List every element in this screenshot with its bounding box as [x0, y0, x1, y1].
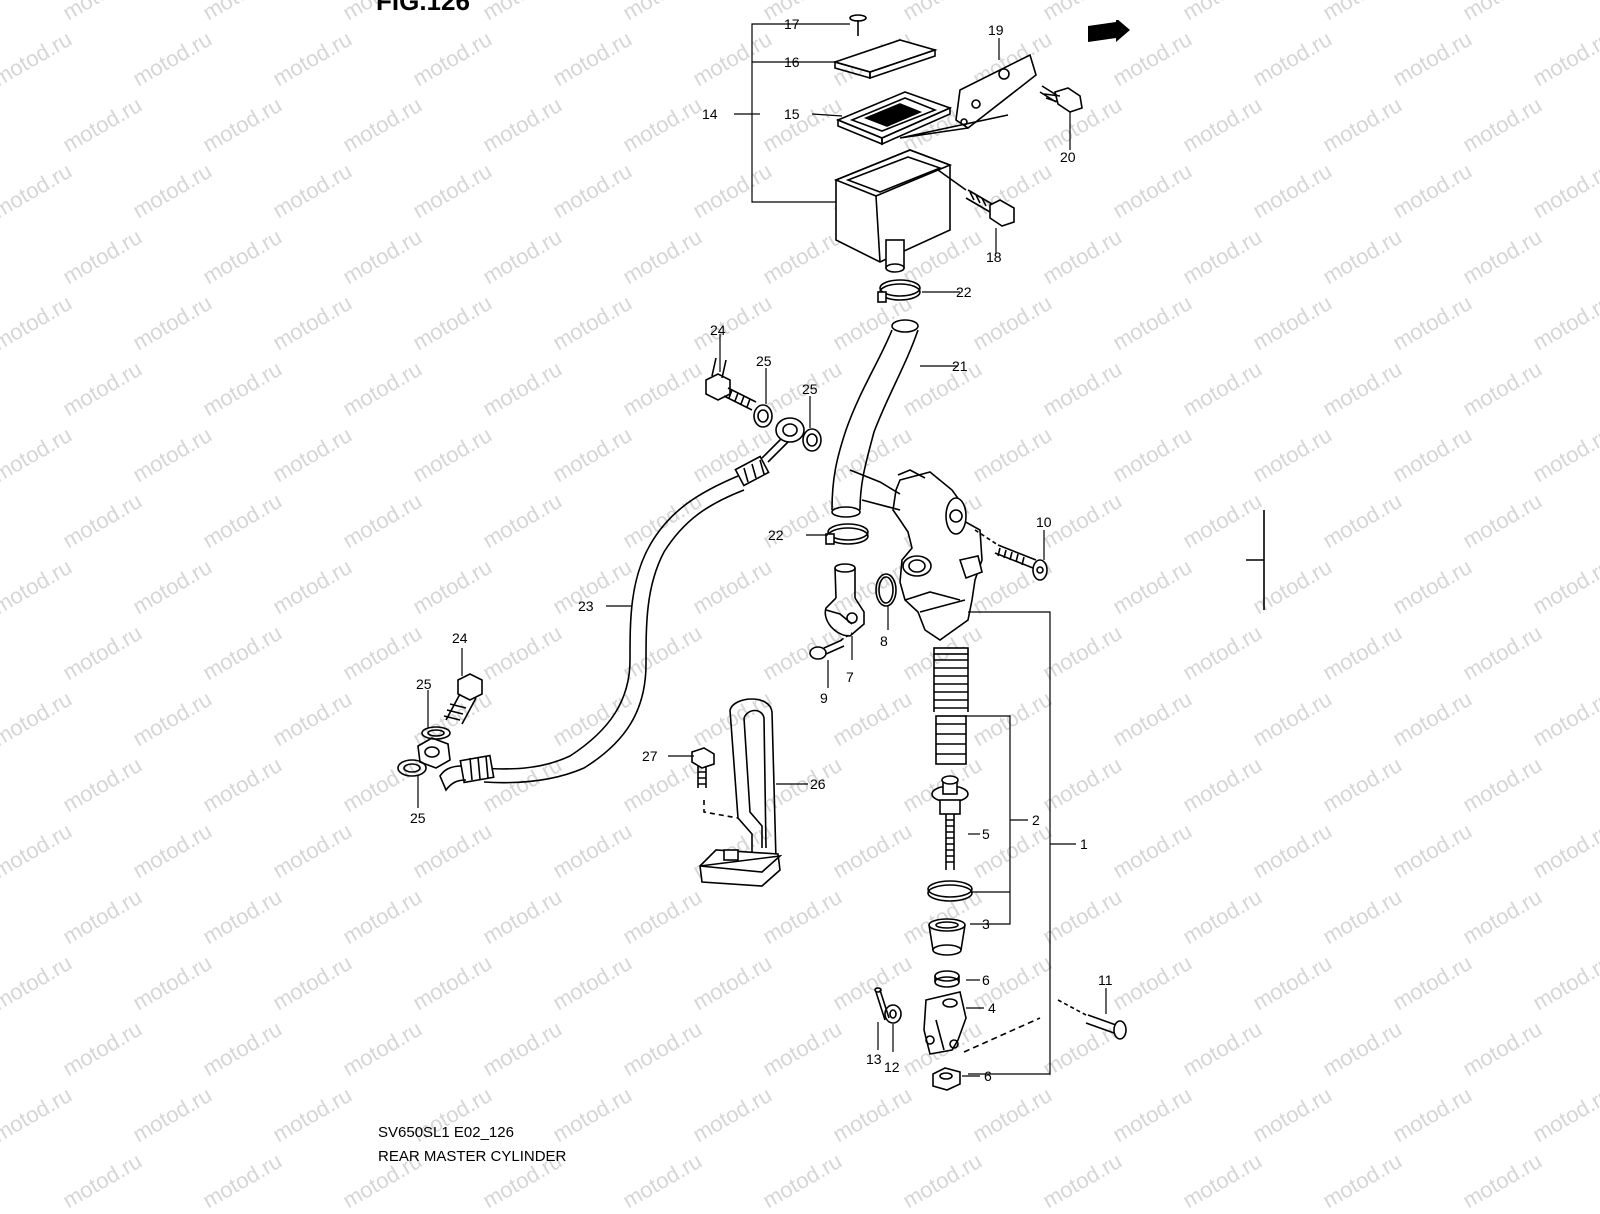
callout-2: 2: [1032, 812, 1040, 828]
callout-24-bottom: 24: [452, 630, 468, 646]
washer-25-b: [802, 428, 822, 452]
pushrod-5: [931, 775, 969, 870]
callout-5: 5: [982, 826, 990, 842]
leader-lines: [417, 23, 1107, 1077]
nut-6-top: [934, 970, 960, 988]
union-bolt-24-top: [705, 357, 757, 411]
figure-title: FIG.126: [376, 0, 470, 16]
circlip: [927, 880, 973, 902]
reservoir-bracket-19: [955, 53, 1037, 129]
callout-22-bottom: 22: [768, 527, 784, 543]
callout-15: 15: [784, 106, 800, 122]
callout-20: 20: [1060, 149, 1076, 165]
reservoir-body-14: [833, 149, 953, 273]
callout-25-c: 25: [416, 676, 432, 692]
clevis-pin-11: [963, 999, 1127, 1053]
callout-3: 3: [982, 916, 990, 932]
cotter-pin-13: [874, 987, 890, 1021]
boot-3: [928, 918, 966, 956]
figure-name-caption: REAR MASTER CYLINDER: [378, 1148, 567, 1165]
callout-25-d: 25: [410, 810, 426, 826]
bolt-27: [691, 747, 739, 819]
diaphragm-15: [835, 91, 953, 146]
callout-11: 11: [1098, 972, 1113, 988]
callout-25-b: 25: [802, 381, 818, 397]
reservoir-cap-16: [832, 39, 938, 80]
callout-8: 8: [880, 633, 888, 649]
callout-17: 17: [784, 16, 800, 32]
callout-22-top: 22: [956, 284, 972, 300]
callout-4: 4: [988, 1000, 996, 1016]
hose-guide-26: [699, 698, 783, 887]
bolt-20: [1039, 85, 1083, 113]
callout-14: 14: [702, 106, 718, 122]
screw-9: [809, 632, 853, 660]
washer-25-a: [753, 404, 773, 428]
nut-6-bottom: [932, 1067, 961, 1091]
callout-9: 9: [820, 690, 828, 706]
callout-1: 1: [1080, 836, 1088, 852]
bolt-10: [974, 529, 1048, 581]
model-code-caption: SV650SL1 E02_126: [378, 1124, 514, 1141]
callout-19: 19: [988, 22, 1004, 38]
callout-23: 23: [578, 598, 594, 614]
callout-6-bottom: 6: [984, 1068, 992, 1084]
fwd-label: FWD: [1094, 23, 1126, 39]
callout-10: 10: [1036, 514, 1052, 530]
hose-clamp-22-top: [877, 279, 921, 303]
reservoir-hose-21: [831, 319, 919, 518]
callout-16: 16: [784, 54, 800, 70]
callout-13: 13: [866, 1051, 882, 1067]
callout-25-a: 25: [756, 353, 772, 369]
washer-12: [884, 1004, 902, 1024]
washer-25-c: [421, 726, 451, 740]
return-spring: [933, 647, 969, 712]
piston: [935, 715, 967, 765]
reservoir-cap-screw-17: [849, 14, 867, 36]
callout-18: 18: [986, 249, 1002, 265]
union-bolt-24-bottom: [443, 673, 483, 725]
clevis-4: [923, 991, 967, 1055]
master-cylinder-body-1: [849, 469, 983, 641]
callout-6-top: 6: [982, 972, 990, 988]
callout-24-top: 24: [710, 322, 726, 338]
callout-labels: 17 16 14 15 19 20 18 22 21 24 25 25 22 1…: [410, 16, 1113, 1084]
callout-12: 12: [884, 1059, 900, 1075]
callout-7: 7: [846, 669, 854, 685]
o-ring-8: [875, 573, 897, 607]
callout-27: 27: [642, 748, 658, 764]
washer-25-d: [397, 759, 427, 777]
bolt-18: [965, 189, 1015, 227]
hose-clamp-22-bottom: [825, 523, 869, 545]
callout-26: 26: [810, 776, 826, 792]
hose-joint-7: [824, 563, 865, 637]
forward-arrow-icon: FWD: [1088, 20, 1130, 42]
callout-21: 21: [952, 358, 968, 374]
brake-hose-23: [417, 417, 805, 792]
